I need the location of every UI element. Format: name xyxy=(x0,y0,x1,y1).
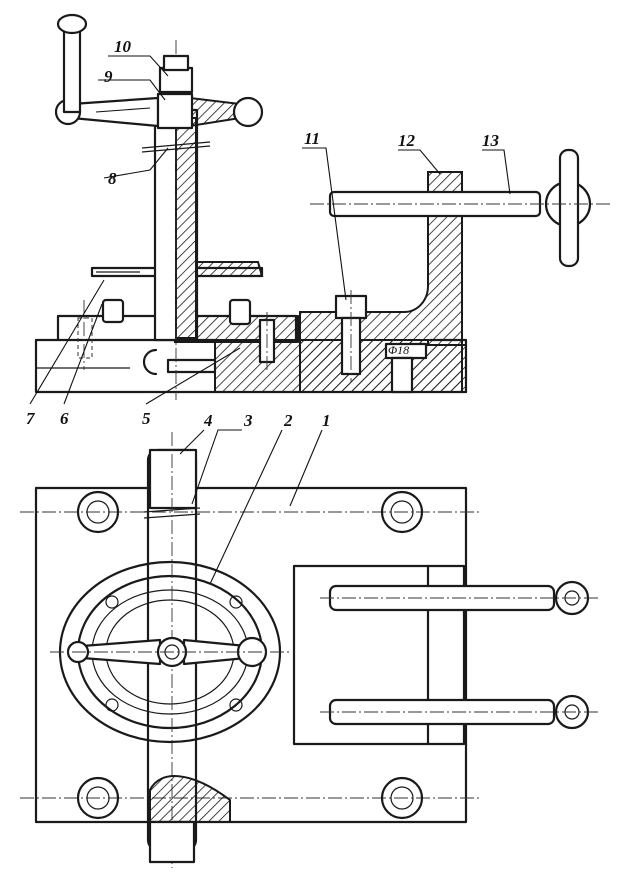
corner-holes xyxy=(76,490,424,820)
bracket-plan xyxy=(292,564,600,746)
strap-3 xyxy=(143,432,231,868)
label-5: 5 xyxy=(142,409,151,428)
label-12: 12 xyxy=(398,131,416,150)
screw-plan-upper xyxy=(320,580,600,616)
handle-plan xyxy=(50,636,292,668)
bore-dimension: Φ18 xyxy=(388,343,409,357)
label-9: 9 xyxy=(104,67,113,86)
screw-plan-lower xyxy=(320,694,600,730)
label-7: 7 xyxy=(26,409,36,428)
label-8: 8 xyxy=(108,169,117,188)
bolt-11 xyxy=(334,290,428,394)
label-13: 13 xyxy=(482,131,500,150)
pin-5 xyxy=(228,298,276,372)
label-2: 2 xyxy=(283,411,293,430)
label-4: 4 xyxy=(203,411,213,430)
label-3: 3 xyxy=(243,411,253,430)
front-view-section xyxy=(34,13,610,400)
base-plate-1-plan xyxy=(34,486,468,824)
part-labels: 10 9 8 11 12 13 7 6 5 4 3 2 1 Φ18 xyxy=(26,37,500,430)
label-6: 6 xyxy=(60,409,69,428)
bracket-12 xyxy=(299,171,463,393)
handle-9 xyxy=(54,13,264,130)
label-10: 10 xyxy=(114,37,132,56)
label-11: 11 xyxy=(304,129,320,148)
top-view xyxy=(20,432,600,868)
pin-6 xyxy=(77,298,125,370)
label-1: 1 xyxy=(322,411,331,430)
leader-lines xyxy=(29,55,511,585)
vertical-screw-8 xyxy=(141,40,211,400)
clamp-screw-13 xyxy=(310,148,610,268)
